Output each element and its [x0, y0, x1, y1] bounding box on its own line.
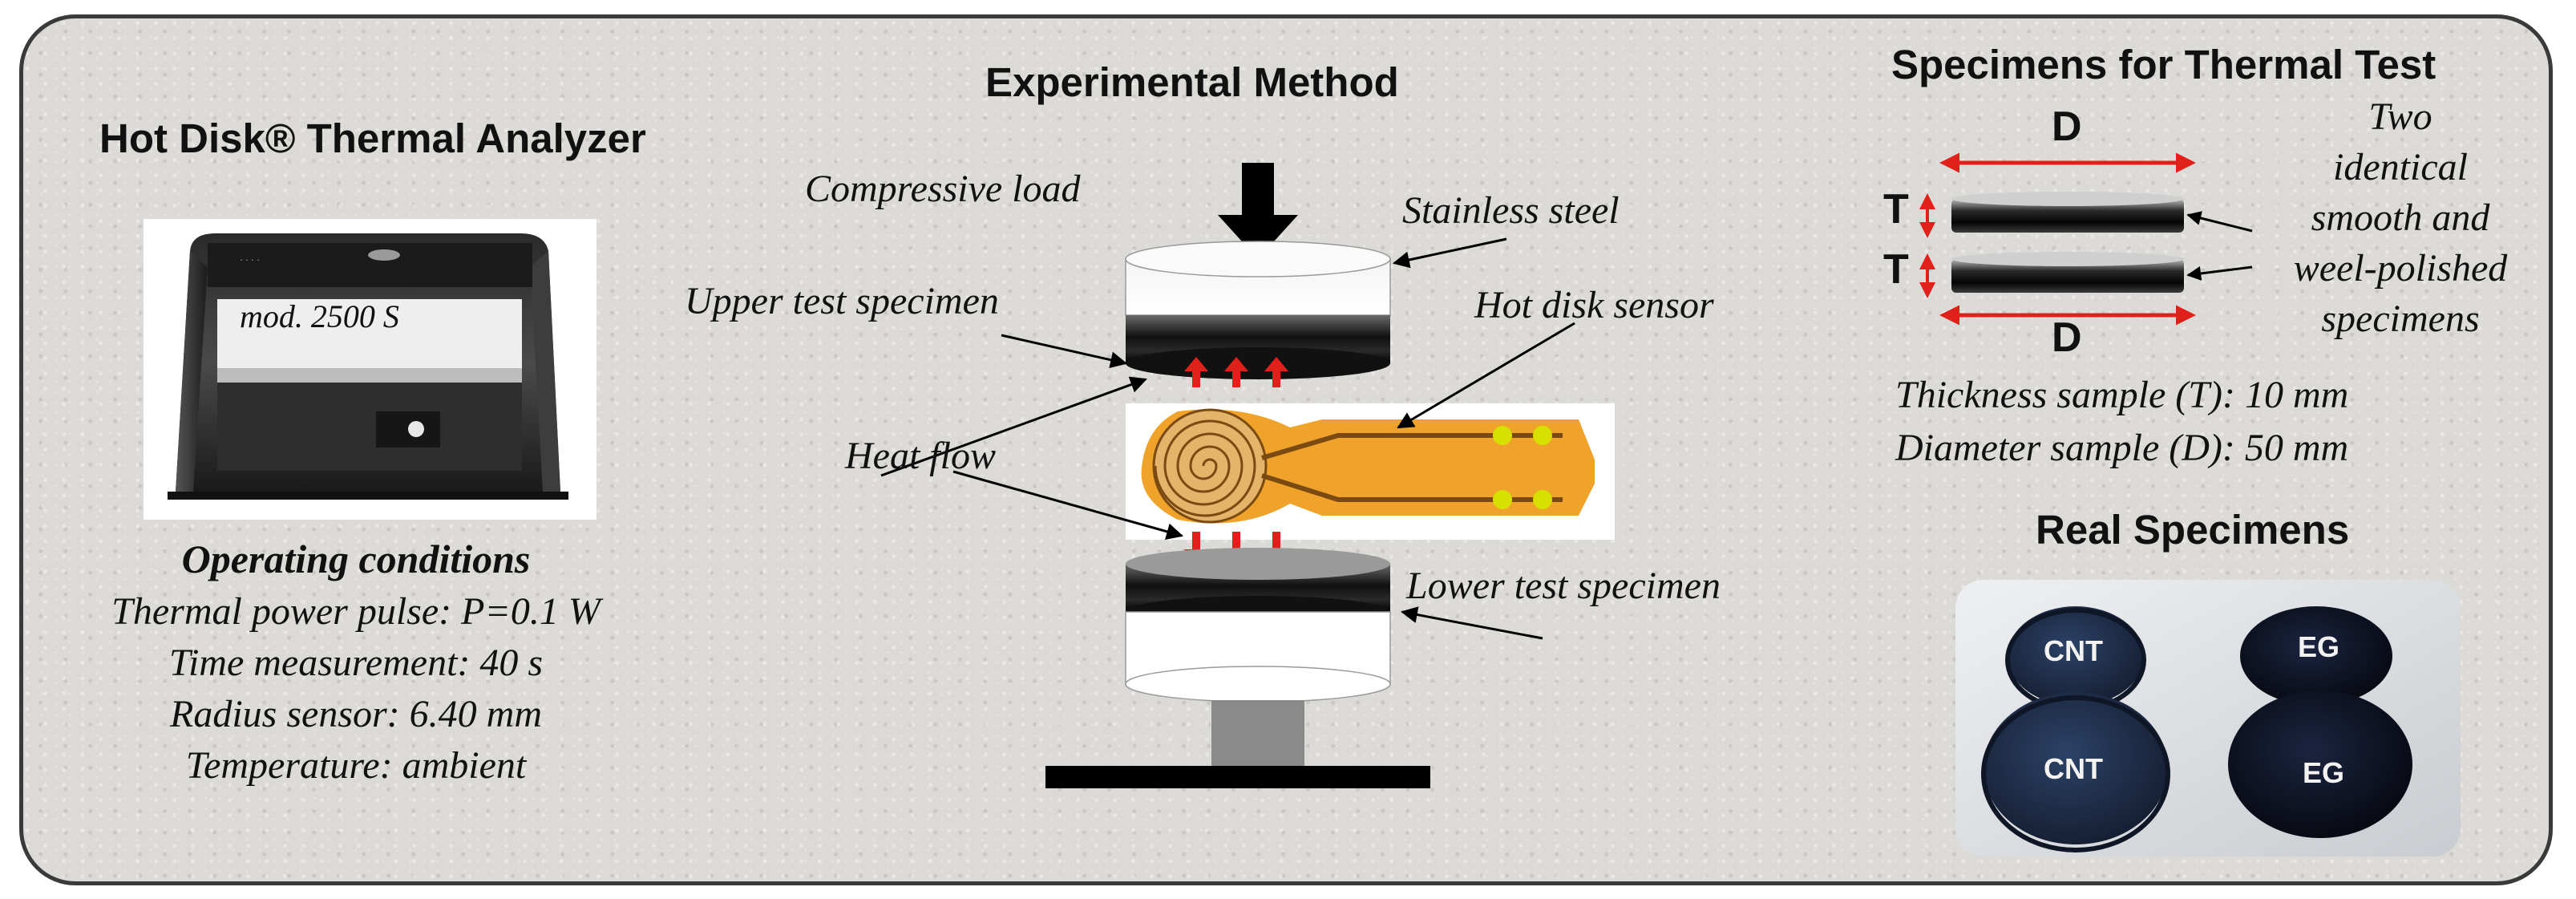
heat-flow-label: Heat flow [845, 435, 996, 477]
specimen-note-line-1: Two [2368, 95, 2432, 138]
analyzer-title: Hot Disk® Thermal Analyzer [99, 115, 646, 161]
lower-specimen-label: Lower test specimen [1406, 565, 1721, 607]
condition-line-1: Thermal power pulse: P=0.1 W [111, 590, 601, 633]
specimen-note-line-4: weel-polished [2293, 247, 2508, 290]
specimen-dimension-diagram [1919, 152, 2253, 326]
hot-disk-sensor-label: Hot disk sensor [1474, 284, 1714, 326]
specimen-label-eg-top: EG [2298, 630, 2340, 663]
thickness-text: Thickness sample (T): 10 mm [1895, 374, 2349, 416]
condition-line-2: Time measurement: 40 s [168, 642, 544, 684]
specimen-note-line-2: identical [2333, 146, 2468, 188]
method-title: Experimental Method [985, 59, 1399, 105]
diameter-text: Diameter sample (D): 50 mm [1895, 427, 2349, 469]
stainless-steel-label: Stainless steel [1402, 189, 1620, 232]
specimen-label-cnt-top: CNT [2044, 634, 2103, 667]
device-model-label: mod. 2500 S [240, 298, 399, 334]
condition-line-3: Radius sensor: 6.40 mm [170, 693, 542, 735]
specimen-note-line-5: specimens [2321, 298, 2480, 340]
dimension-T-upper: T [1883, 186, 1909, 233]
specimens-title: Specimens for Thermal Test [1891, 42, 2436, 87]
hot-disk-device-image: · · · · [144, 219, 596, 520]
experimental-setup-diagram [880, 163, 1615, 788]
dimension-D-top: D [2052, 103, 2082, 150]
hot-disk-sensor [1126, 403, 1615, 540]
figure-panel: Hot Disk® Thermal Analyzer · · · · mod. … [19, 14, 2553, 885]
specimen-note-line-3: smooth and [2311, 196, 2490, 239]
dimension-T-lower: T [1883, 246, 1909, 293]
upper-specimen-label: Upper test specimen [685, 280, 999, 322]
conditions-heading: Operating conditions [181, 537, 531, 581]
specimen-label-eg-bottom: EG [2303, 756, 2345, 789]
compressive-load-label: Compressive load [805, 168, 1081, 210]
real-specimens-photo [1955, 580, 2461, 856]
heat-flow-arrows-upper [1184, 357, 1288, 387]
condition-line-4: Temperature: ambient [185, 744, 527, 787]
specimen-label-cnt-bottom: CNT [2044, 752, 2103, 785]
dimension-D-bottom: D [2052, 314, 2082, 361]
svg-text:· · · ·: · · · · [240, 254, 260, 265]
compressive-load-arrow [1218, 163, 1298, 259]
real-specimens-title: Real Specimens [2036, 507, 2350, 553]
